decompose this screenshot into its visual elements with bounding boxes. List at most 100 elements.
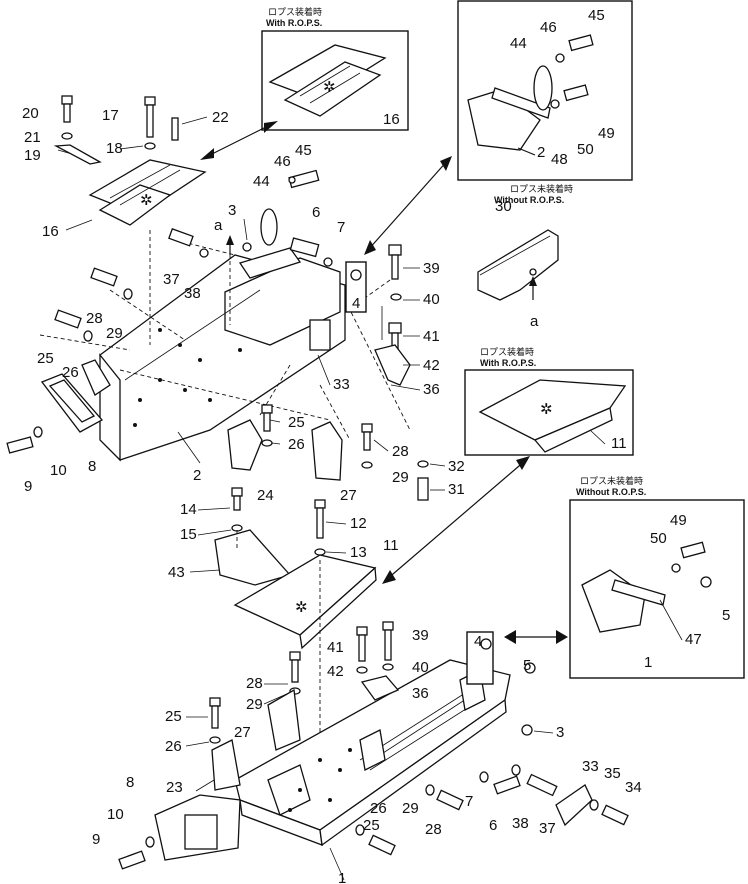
label-44: 44 [253,173,270,190]
inset-title-en: Without R.O.P.S. [576,487,646,497]
label-21: 21 [24,129,41,146]
label-36: 36 [412,685,429,702]
label-24: 24 [257,487,274,504]
svg-text:✲: ✲ [140,192,153,209]
inset-title-jp: ロプス装着時 [480,346,534,358]
label-4: 4 [352,295,360,312]
label-30: 30 [495,198,512,215]
label-a: a [214,217,223,234]
bracket-8-upper [6,373,104,454]
bolts-left [54,267,133,396]
label-29: 29 [392,469,409,486]
label-27: 27 [234,724,251,741]
label-16: 16 [383,111,400,128]
svg-text:✲: ✲ [295,599,308,616]
inset-title-jp: ロプス未装着時 [580,475,643,487]
label-46: 46 [540,19,557,36]
label-25: 25 [363,817,380,834]
label-36: 36 [423,381,440,398]
label-2: 2 [193,467,201,484]
label-8: 8 [126,774,134,791]
label-22: 22 [212,109,229,126]
label-3: 3 [228,202,236,219]
label-14: 14 [180,501,197,518]
label-13: 13 [350,544,367,561]
inset-without-rops-bottom: ロプス未装着時 Without R.O.P.S. 49 50 5 47 1 [569,475,745,679]
label-6: 6 [312,204,320,221]
label-1: 1 [644,654,652,671]
label-40: 40 [423,291,440,308]
label-29: 29 [402,800,419,817]
label-49: 49 [598,125,615,142]
inset-top-right: 44 46 45 49 50 2 48 ロプス未装着時 Without R.O.… [457,0,633,205]
label-25: 25 [288,414,305,431]
label-15: 15 [180,526,197,543]
label-5: 5 [722,607,730,624]
left-parts-lower [118,651,301,870]
label-20: 20 [22,105,39,122]
label-42: 42 [423,357,440,374]
label-33: 33 [333,376,350,393]
bracket-30: 30 a [477,198,559,330]
label-43: 43 [168,564,185,581]
label-28: 28 [246,675,263,692]
label-2: 2 [537,144,545,161]
inset-title-jp: ロプス未装着時 [510,183,573,195]
label-45: 45 [588,7,605,24]
label-11: 11 [383,537,399,554]
bolts-bottom [355,764,629,856]
label-39: 39 [412,627,429,644]
label-26: 26 [62,364,79,381]
inset-title-en: Without R.O.P.S. [494,195,564,205]
label-28: 28 [86,310,103,327]
u-bolt [533,65,553,111]
label-10: 10 [50,462,67,479]
label-8: 8 [88,458,96,475]
arrows [200,121,568,644]
label-23: 23 [166,779,183,796]
label-47: 47 [685,631,702,648]
label-7: 7 [465,793,473,810]
label-3: 3 [556,724,564,741]
label-38: 38 [512,815,529,832]
label-9: 9 [92,831,100,848]
inset-title-en: With R.O.P.S. [266,18,322,28]
label-25: 25 [165,708,182,725]
label-25: 25 [37,350,54,367]
label-39: 39 [423,260,440,277]
label-4: 4 [474,633,482,650]
label-26: 26 [165,738,182,755]
label-41: 41 [327,639,344,656]
label-18: 18 [106,140,123,157]
label-34: 34 [625,779,642,796]
inset-title-en: With R.O.P.S. [480,358,536,368]
label-26: 26 [288,436,305,453]
label-33: 33 [582,758,599,775]
main-frame-2 [39,169,411,462]
label-10: 10 [107,806,124,823]
svg-text:✲: ✲ [323,79,336,96]
label-37: 37 [539,820,556,837]
label-37: 37 [163,271,180,288]
inset-with-rops-top: ロプス装着時 With R.O.P.S. ✲ 16 [261,6,409,131]
inset-title-jp: ロプス装着時 [268,6,322,18]
label-41: 41 [423,328,440,345]
label-1: 1 [338,870,346,884]
label-42: 42 [327,663,344,680]
label-49: 49 [670,512,687,529]
label-6: 6 [489,817,497,834]
label-38: 38 [184,285,201,302]
label-32: 32 [448,458,465,475]
svg-text:✲: ✲ [540,401,553,418]
label-29: 29 [246,696,263,713]
label-44: 44 [510,35,527,52]
label-27: 27 [340,487,357,504]
label-28: 28 [392,443,409,460]
upper-floor-plate-16: ✲ [53,144,207,226]
right-parts-upper [374,244,411,386]
label-19: 19 [24,147,41,164]
leader-lines [65,116,683,881]
label-31: 31 [448,481,465,498]
u-bolt-44 [260,208,278,246]
